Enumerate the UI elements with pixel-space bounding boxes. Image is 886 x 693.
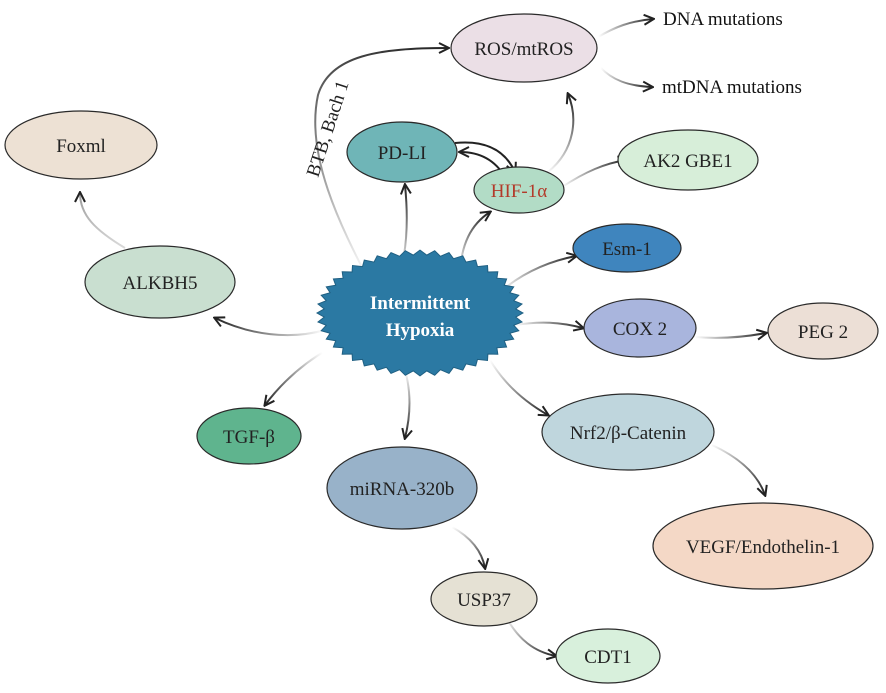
edge-cox2-to-peg2 <box>694 333 766 338</box>
node-peg2-label: PEG 2 <box>798 322 848 343</box>
node-ak2gbe1: AK2 GBE1 <box>617 129 759 191</box>
node-cdt1: CDT1 <box>555 628 661 684</box>
node-usp37: USP37 <box>430 571 538 627</box>
node-vegf-label: VEGF/Endothelin-1 <box>686 537 840 558</box>
edge-nrf2-to-vegf <box>711 444 765 495</box>
edge-hypoxia-to-ros <box>314 48 448 284</box>
node-cox2-label: COX 2 <box>613 319 667 340</box>
node-mirna-320b: miRNA-320b <box>326 446 478 530</box>
node-esm1: Esm-1 <box>572 223 682 273</box>
node-ros-label: ROS/mtROS <box>474 39 573 60</box>
edge-hypoxia-to-cox2 <box>514 323 583 328</box>
node-cdt1-label: CDT1 <box>584 647 632 668</box>
edge-ros-to-mtdna <box>599 66 652 87</box>
edge-hypoxia-to-tgfb <box>265 347 331 405</box>
node-alkbh5-label: ALKBH5 <box>123 273 198 294</box>
center-starburst <box>315 249 525 377</box>
edge-pdli-to-hif <box>454 141 515 172</box>
edge-hif-to-ros <box>547 94 573 173</box>
node-intermittent-hypoxia: Intermittent Hypoxia <box>315 249 525 377</box>
node-esm1-label: Esm-1 <box>602 239 652 260</box>
edge-hypoxia-to-mirna <box>405 369 410 438</box>
edge-label-btb-bach1: BTB, Bach 1 <box>303 78 354 179</box>
node-alkbh5: ALKBH5 <box>84 245 236 319</box>
node-nrf2: Nrf2/β-Catenin <box>541 393 715 471</box>
output-mtdna-mutations: mtDNA mutations <box>662 77 802 98</box>
node-foxml: Foxml <box>4 110 158 180</box>
node-peg2: PEG 2 <box>767 302 879 360</box>
edge-hif-to-ak2gbe1 <box>561 160 627 188</box>
node-ros: ROS/mtROS <box>450 13 598 83</box>
node-pdli-label: PD-LI <box>378 143 427 164</box>
center-label-line2: Hypoxia <box>386 320 455 341</box>
node-mirna-label: miRNA-320b <box>350 479 455 500</box>
edge-ros-to-dna <box>597 19 653 38</box>
node-usp37-label: USP37 <box>457 590 511 611</box>
node-hif1a: HIF-1α <box>473 166 565 214</box>
node-hif1a-label: HIF-1α <box>491 181 547 202</box>
edge-mirna-to-usp37 <box>451 526 485 568</box>
node-cox2: COX 2 <box>583 298 697 358</box>
edge-hypoxia-to-alkbh5 <box>215 318 326 337</box>
node-nrf2-label: Nrf2/β-Catenin <box>570 423 687 444</box>
edge-hypoxia-to-nrf2 <box>489 359 548 415</box>
edge-alkbh5-to-foxml <box>80 193 126 249</box>
node-ak2gbe1-label: AK2 GBE1 <box>643 151 732 172</box>
node-foxml-label: Foxml <box>56 136 106 157</box>
node-tgfb-label: TGF-β <box>223 427 275 448</box>
node-tgfb: TGF-β <box>196 407 302 465</box>
node-pdli: PD-LI <box>346 121 458 183</box>
center-label-line1: Intermittent <box>370 293 471 314</box>
output-dna-mutations: DNA mutations <box>663 9 783 30</box>
node-vegf-endothelin: VEGF/Endothelin-1 <box>652 502 874 590</box>
